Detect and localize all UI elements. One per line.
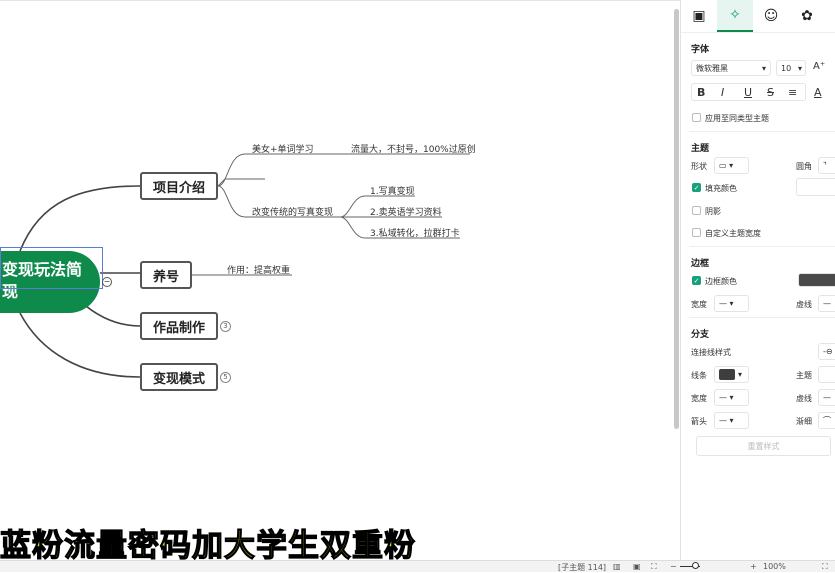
font-family-select[interactable]: 微软雅黑▾ [691,60,771,76]
subtopic[interactable]: 2.卖英语学习资料 [370,208,442,218]
branch-dash-select[interactable]: — [818,389,835,406]
subtopic[interactable]: 3.私域转化，拉群打卡 [370,229,460,239]
connector-style-label: 连接线样式 [691,348,731,357]
font-grow-button[interactable]: A⁺ [813,61,826,72]
fullscreen-icon[interactable]: ⛶ [822,562,828,571]
apply-same-label: 应用至同类型主题 [705,114,769,123]
root-line-2: 现 [2,282,19,301]
apply-same-checkbox[interactable] [692,113,701,122]
topic-count: [子主题 114] [558,563,607,572]
style-tab-icon[interactable]: ▣ [692,8,706,24]
shape-select[interactable]: ▭ ▾ [714,157,749,174]
border-color-checkbox[interactable]: ✓ [692,276,701,285]
subtopic[interactable]: 1.写真变现 [370,187,415,197]
branch-topic-select[interactable] [818,366,835,383]
fill-color-checkbox[interactable]: ✓ [692,183,701,192]
branch-section-title: 分支 [691,330,710,340]
video-subtitle: 蓝粉流量密码加大学生双重粉 [0,527,416,564]
corner-select[interactable]: ⌝ [818,157,835,174]
subtopic[interactable]: 改变传统的写真变现 [252,208,334,218]
line-color-select[interactable]: ▾ [714,366,749,383]
border-section-title: 边框 [691,259,710,269]
border-dash-label: 虚线 [796,300,812,309]
taper-label: 渐细 [796,417,812,426]
custom-width-label: 自定义主题宽度 [705,229,761,238]
topic-yanghao[interactable]: 养号 [140,261,192,289]
border-width-select[interactable]: — ▾ [714,295,749,312]
shape-label: 形状 [691,162,707,171]
format-panel: ▣ ✧ ☺ ✿ 字体 微软雅黑▾ 10▾ A⁺ B I U S ≡ A 应用至同… [680,0,835,560]
font-size-value: 10 [781,63,792,73]
zoom-level[interactable]: 100% [763,562,786,571]
outline-view-icon[interactable]: ▥ [613,562,621,571]
collapse-button[interactable]: − [102,277,112,287]
status-bar: [子主题 114] ▥ ▣ ⛶ − + 100% ⛶ [0,560,835,572]
font-family-value: 微软雅黑 [696,63,728,73]
subtopic[interactable]: 流量大，不封号，100%过原创 [351,145,476,155]
selection-box [0,247,103,289]
taper-select[interactable]: ⌒ [818,412,835,429]
subtopic[interactable]: 美女+单词学习 [252,145,314,155]
border-width-label: 宽度 [691,300,707,309]
line-label: 线条 [691,371,707,380]
theme-tab-icon[interactable]: ✿ [801,8,813,24]
collapsed-count-badge[interactable]: 3 [220,321,231,332]
shadow-checkbox[interactable] [692,206,701,215]
subtopic[interactable]: 作用：提高权重 [227,266,291,276]
font-color-button[interactable]: A [814,86,822,99]
root-topic[interactable]: 变现玩法简现 [0,251,100,313]
root-line-1: 变现玩法简 [2,260,83,279]
zoom-slider-handle[interactable] [692,562,699,569]
marker-tab-icon[interactable]: ☺ [763,8,779,24]
collapsed-count-badge[interactable]: 5 [220,372,231,383]
font-section-title: 字体 [691,45,710,55]
corner-label: 圆角 [796,162,812,171]
zoom-in-button[interactable]: + [750,562,757,571]
topic-works[interactable]: 作品制作 [140,312,218,340]
arrow-select[interactable]: — ▾ [714,412,749,429]
shadow-label: 阴影 [705,207,721,216]
italic-button[interactable]: I [721,86,725,99]
bold-button[interactable]: B [697,86,706,99]
branch-dash-label: 虚线 [796,394,812,403]
fit-icon[interactable]: ▣ [633,562,641,571]
arrow-label: 箭头 [691,417,707,426]
mindmap-canvas[interactable]: 变现玩法简现 − 项目介绍 养号 作品制作 变现模式 3 5 美女+单词学习 流… [0,0,680,560]
branch-width-select[interactable]: — ▾ [714,389,749,406]
align-button[interactable]: ≡ [788,86,798,99]
fill-color-label: 填充颜色 [705,184,737,193]
border-color-swatch[interactable] [798,273,835,287]
custom-width-checkbox[interactable] [692,228,701,237]
zoom-slider[interactable] [680,566,700,567]
strikethrough-button[interactable]: S [767,86,774,99]
fill-color-swatch[interactable] [796,178,835,196]
topic-section-title: 主题 [691,144,710,154]
underline-button[interactable]: U [744,86,753,99]
border-color-label: 边框颜色 [705,277,737,286]
connector-style-select[interactable]: -⊖ [818,343,835,360]
reset-style-button[interactable]: 重置样式 [696,436,831,456]
branch-width-label: 宽度 [691,394,707,403]
border-dash-select[interactable]: — [818,295,835,312]
vertical-scrollbar[interactable] [674,9,679,429]
topic-monetize[interactable]: 变现模式 [140,363,218,391]
format-toolbar [691,83,806,101]
fullscreen-fit-icon[interactable]: ⛶ [651,562,657,571]
zoom-out-button[interactable]: − [670,562,677,571]
topic-project-intro[interactable]: 项目介绍 [140,172,218,200]
branch-topic-label: 主题 [796,371,812,380]
ai-tab-icon[interactable]: ✧ [717,0,753,32]
font-size-select[interactable]: 10▾ [776,60,806,76]
